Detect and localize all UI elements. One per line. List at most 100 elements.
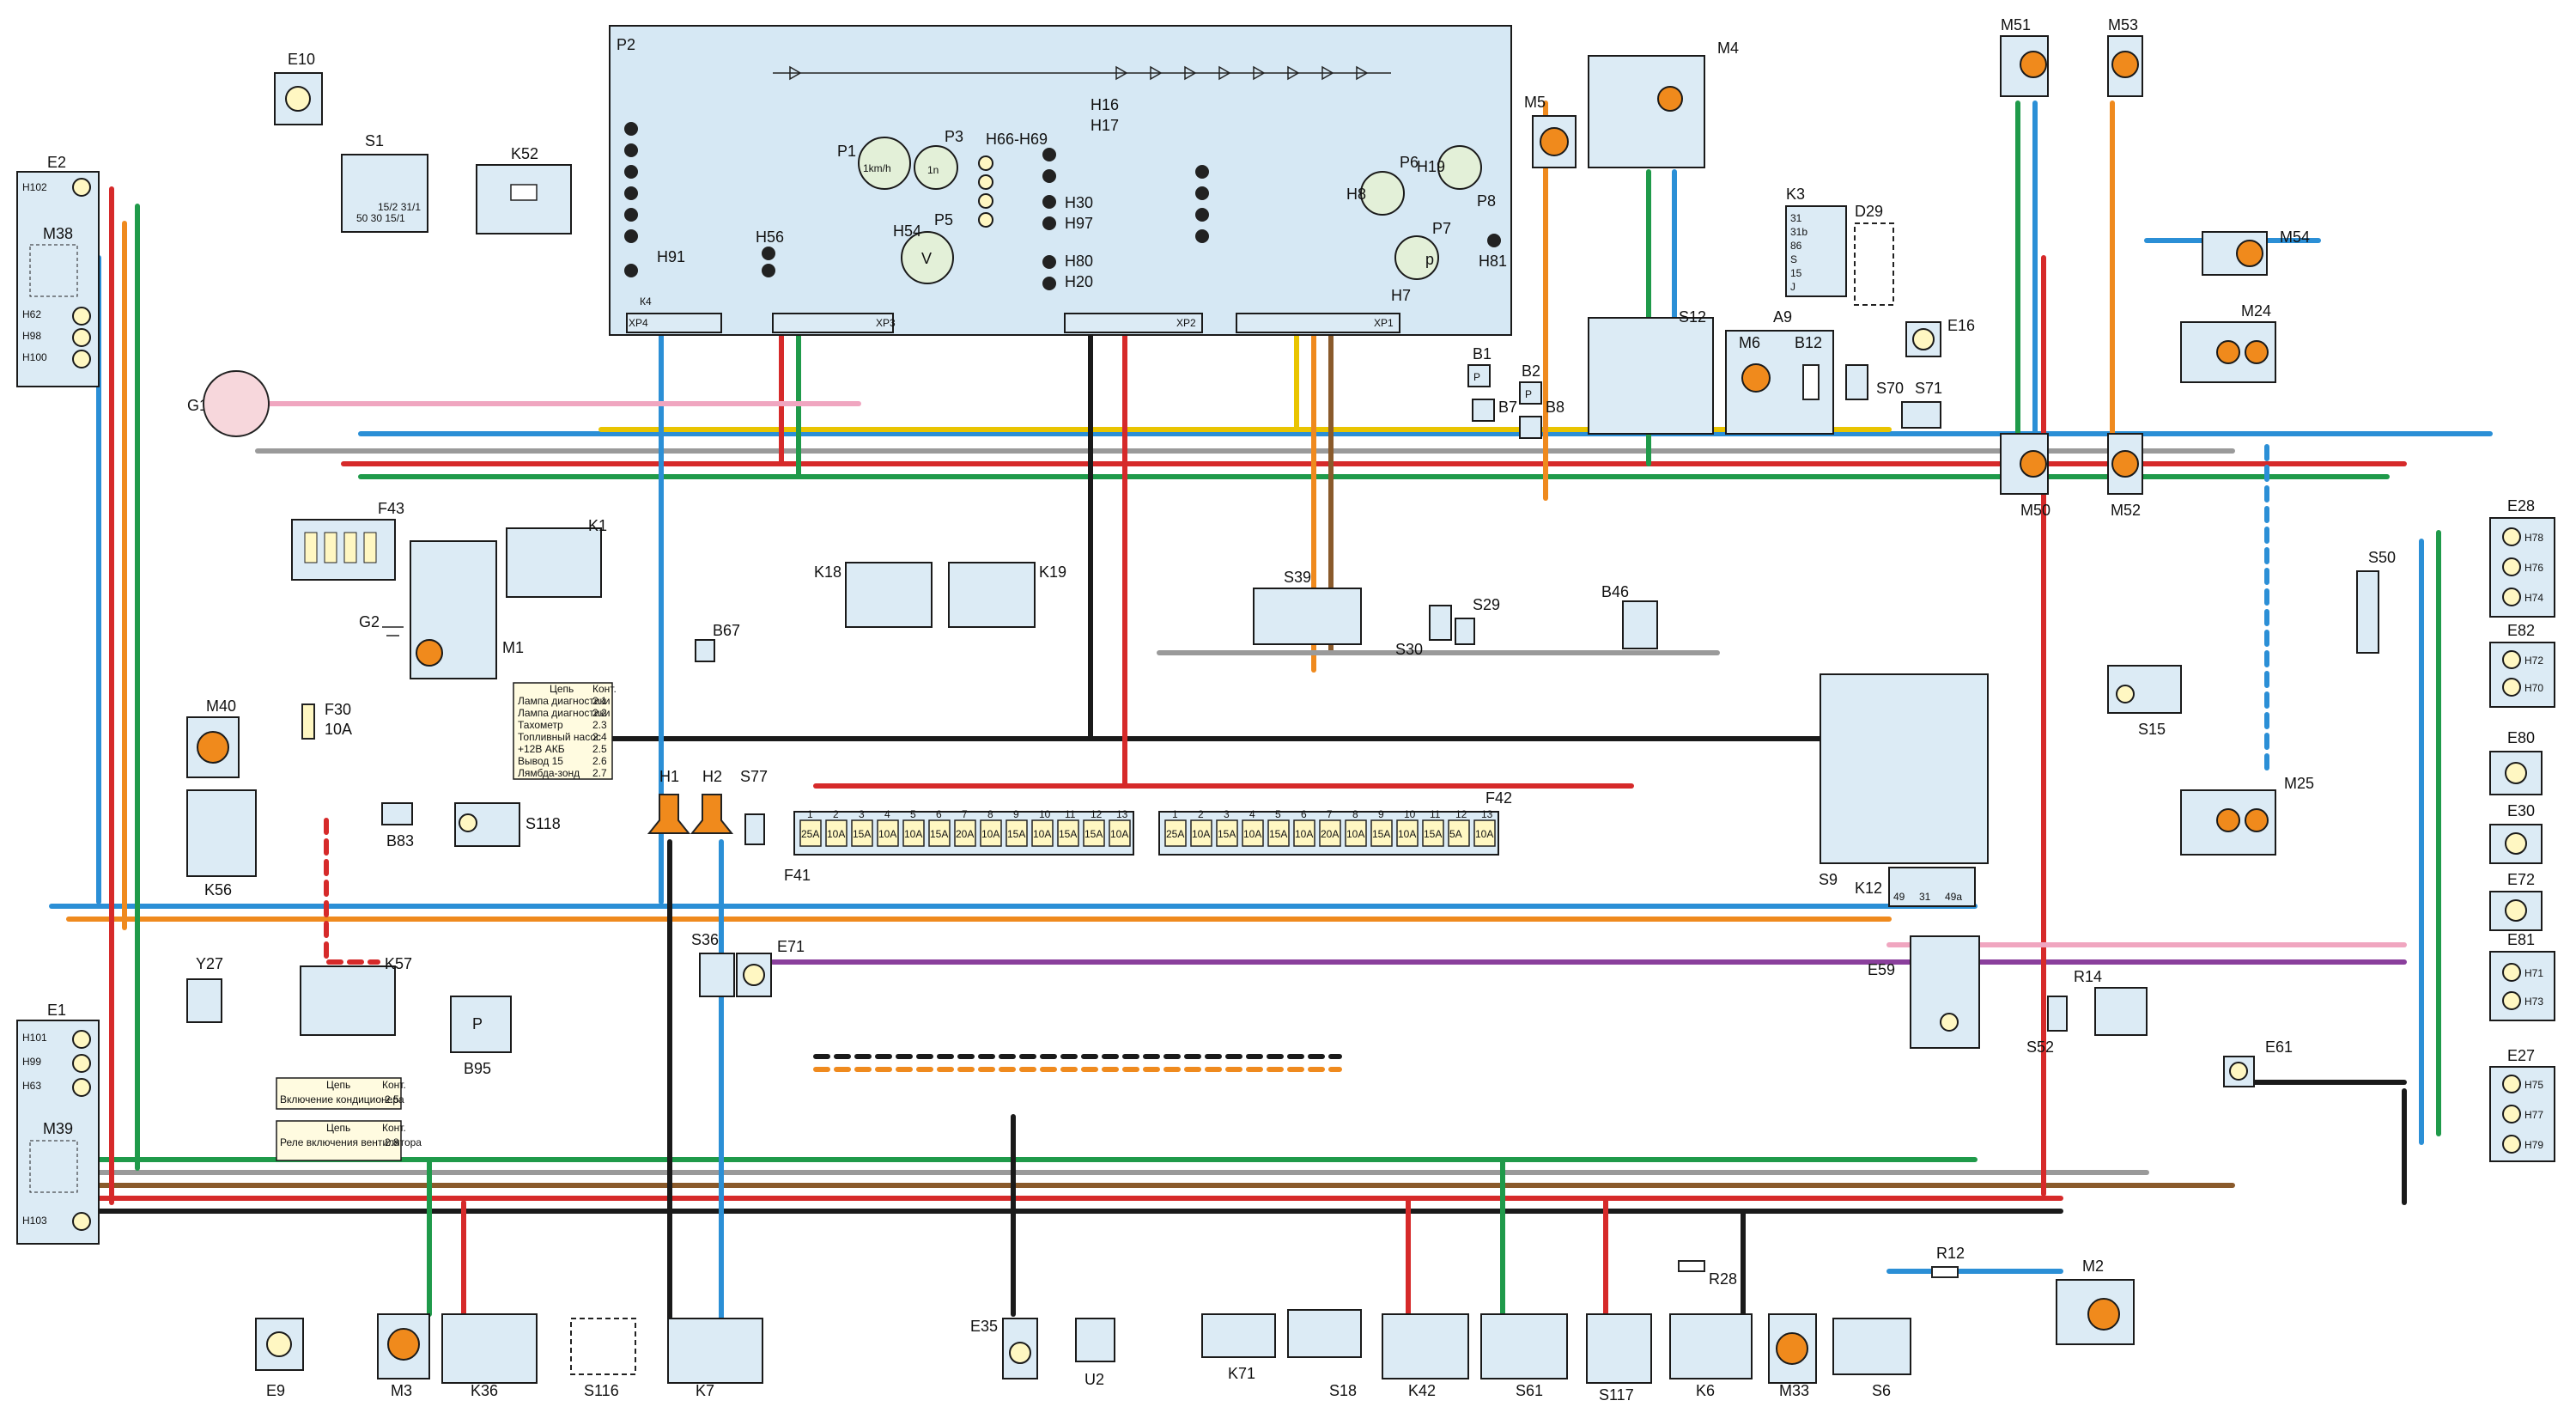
a9-label: A9 — [1773, 308, 1792, 326]
connector-xp1 — [1236, 313, 1400, 333]
h56-label: H56 — [756, 228, 784, 246]
h73-label: H73 — [2524, 996, 2543, 1008]
k3-pin: 31b — [1790, 226, 1807, 238]
fuse-number: 1 — [807, 808, 813, 820]
legend-ac: Цепь Конт. Включение кондиционера 2.5 — [276, 1077, 406, 1110]
relay-k57 — [300, 965, 396, 1036]
fuse-number: 5 — [1275, 808, 1281, 820]
legend-main-row: Тахометр — [518, 719, 563, 731]
relay-k6 — [1669, 1313, 1753, 1379]
legend-main-pin: 2.6 — [592, 755, 607, 767]
fuse-block-f42: F42 125A210A315A410A515A610A720A810A915A… — [1158, 789, 1512, 856]
b2-label: B2 — [1522, 362, 1540, 380]
fuse-cell — [928, 819, 951, 847]
left-components: E10 S1 15/2 31/1 50 30 15/1 K52 E2 H102 … — [16, 51, 607, 1245]
h81-label: H81 — [1479, 253, 1507, 270]
fuse-cell — [1005, 819, 1028, 847]
fuse-number: 10 — [1404, 808, 1416, 820]
y27-label: Y27 — [196, 955, 223, 972]
fuse-rating: 15A — [1007, 828, 1025, 840]
module-d29 — [1854, 222, 1894, 306]
h72-label: H72 — [2524, 655, 2543, 667]
lamp-e27 — [2489, 1066, 2555, 1162]
s12-label: S12 — [1679, 308, 1706, 326]
h66-h69-label: H66-H69 — [986, 131, 1048, 148]
fuse-cell — [1083, 819, 1105, 847]
sensor-b8 — [1519, 416, 1542, 439]
xp1-label: XP1 — [1374, 317, 1394, 329]
fuse-number: 3 — [859, 808, 865, 820]
resistor-r14 — [2094, 987, 2148, 1036]
fuse-number: 4 — [1249, 808, 1255, 820]
s39-label: S39 — [1284, 569, 1311, 586]
switch-s52 — [2047, 996, 2068, 1032]
m39-label: M39 — [43, 1120, 73, 1137]
gauge-p3 — [914, 145, 958, 190]
fuse-rating: 10A — [981, 828, 999, 840]
motor-m4 — [1588, 55, 1705, 168]
e2-label: E2 — [47, 154, 66, 171]
center-components: S39 S30 S29 B46 P B1 P B2 B7 B8 E35 U2 K… — [970, 345, 2135, 1404]
switch-s61 — [1480, 1313, 1568, 1379]
fuse-rating: 10A — [904, 828, 922, 840]
relay-k12 — [1888, 867, 1976, 907]
switch-s117 — [1586, 1313, 1652, 1384]
h91-label: H91 — [657, 248, 685, 265]
resistor-r12 — [1931, 1266, 1959, 1278]
h101-label: H101 — [22, 1032, 47, 1044]
k18-label: K18 — [814, 563, 841, 581]
k52-label: K52 — [511, 145, 538, 162]
relay-k36 — [441, 1313, 538, 1384]
h103-label: H103 — [22, 1215, 47, 1227]
e82-label: E82 — [2507, 622, 2535, 639]
legend-main-pin: 2.5 — [592, 743, 607, 755]
fuse-number: 13 — [1116, 808, 1128, 820]
h100-label: H100 — [22, 351, 47, 363]
fuse-cell — [1216, 819, 1238, 847]
horn-h2 — [690, 794, 734, 834]
b8-label: B8 — [1546, 399, 1564, 416]
switch-s12 — [1588, 317, 1714, 435]
h98-label: H98 — [22, 330, 41, 342]
k36-label: K36 — [471, 1382, 498, 1399]
fuse-rating: 15A — [1218, 828, 1236, 840]
m33-label: M33 — [1779, 1382, 1809, 1399]
m50-label: M50 — [2020, 502, 2050, 519]
generator-g1 — [203, 370, 270, 437]
fuse-cell — [1109, 819, 1131, 847]
h80-label: H80 — [1065, 253, 1093, 270]
lamp-column-mid — [1042, 148, 1209, 290]
k12-label: K12 — [1855, 880, 1882, 897]
unit-u2 — [1075, 1318, 1115, 1362]
relay-k1 — [506, 527, 602, 598]
e61-label: E61 — [2265, 1038, 2293, 1056]
h75-label: H75 — [2524, 1079, 2543, 1091]
s50-label: S50 — [2368, 549, 2396, 566]
lamp-column-h66 — [978, 155, 993, 228]
wire-red-striped-left — [324, 818, 380, 965]
k56-label: K56 — [204, 881, 232, 898]
b67-label: B67 — [713, 622, 740, 639]
xp2-label: XP2 — [1176, 317, 1196, 329]
sensor-b67 — [695, 639, 715, 662]
s117-label: S117 — [1599, 1386, 1634, 1404]
s9-label: S9 — [1819, 871, 1838, 888]
legend-fan-header-left: Цепь — [326, 1122, 350, 1134]
connector-xp4 — [626, 313, 722, 333]
legend-ac-row: Включение кондиционера — [280, 1093, 404, 1105]
legend-ac-header-left: Цепь — [326, 1079, 350, 1091]
fuse-cell — [851, 819, 873, 847]
s71-label: S71 — [1915, 380, 1942, 397]
m24-label: M24 — [2241, 302, 2271, 320]
fuse-cell — [1345, 819, 1367, 847]
s52-label: S52 — [2026, 1038, 2054, 1056]
s1-row2: 50 30 15/1 — [356, 212, 405, 224]
e71-label: E71 — [777, 938, 805, 955]
fuse-rating: 20A — [1321, 828, 1339, 840]
p1-label: P1 — [837, 143, 856, 160]
s116-label: S116 — [584, 1382, 619, 1399]
fuse-rating: 20A — [956, 828, 974, 840]
instrument-panel-p2: P2 H91 К4 1km/h P1 1n P3 V P5 H54 H66-H6… — [609, 25, 1512, 336]
sensor-b46 — [1622, 600, 1658, 649]
